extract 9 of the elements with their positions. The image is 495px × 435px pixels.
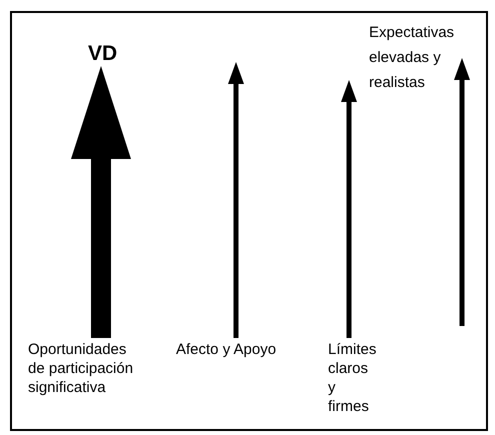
arrow-label: Límites claros y firmes [328, 340, 378, 416]
arrow-label: Afecto y Apoyo [176, 340, 296, 359]
arrow [71, 66, 131, 338]
arrow [228, 62, 244, 338]
arrow-label: Expectativas elevadas y realistas [369, 20, 455, 95]
arrow [454, 58, 470, 326]
arrow [341, 80, 357, 338]
arrow-label: VD [88, 42, 118, 66]
arrow-label: Oportunidades de participación significativa [28, 340, 146, 397]
